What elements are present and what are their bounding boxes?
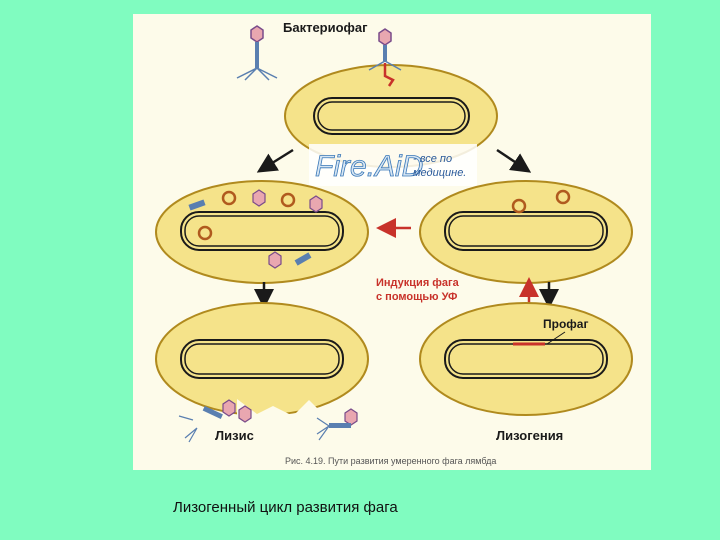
watermark-tagline-2: медицине. [413, 167, 466, 179]
watermark-tagline-1: - все по [413, 153, 452, 165]
watermark: Fire.AiD - все по медицине. [309, 144, 477, 186]
cell-lysogeny [419, 302, 633, 416]
slide-caption: Лизогенный цикл развития фага [173, 499, 398, 516]
cell-lytic-replication [155, 180, 369, 284]
cell-lysis [155, 302, 369, 443]
attached-phage-icon [368, 28, 402, 87]
arrow-to-lytic [256, 148, 294, 173]
phage-cycle-diagram: Бактериофаг Fire.AiD - все по медицине. [155, 20, 633, 466]
figure-panel: Бактериофаг Fire.AiD - все по медицине. [133, 14, 651, 470]
induction-label-1: Индукция фага [376, 277, 460, 289]
cell-top [284, 64, 498, 168]
watermark-brand: Fire.AiD [315, 150, 423, 183]
arrow-to-lysogenic [496, 148, 532, 173]
released-phage-icon [316, 408, 358, 441]
bacteriophage-icon [236, 25, 278, 81]
induction-label-2: с помощью УФ [376, 291, 457, 303]
lysogeny-label: Лизогения [496, 428, 563, 443]
figure-caption: Рис. 4.19. Пути развития умеренного фага… [285, 456, 496, 466]
lysis-label: Лизис [215, 428, 254, 443]
prophage-label: Профаг [543, 317, 588, 331]
cell-lysogenic-entry [419, 180, 633, 284]
bacteriophage-label: Бактериофаг [283, 20, 368, 35]
